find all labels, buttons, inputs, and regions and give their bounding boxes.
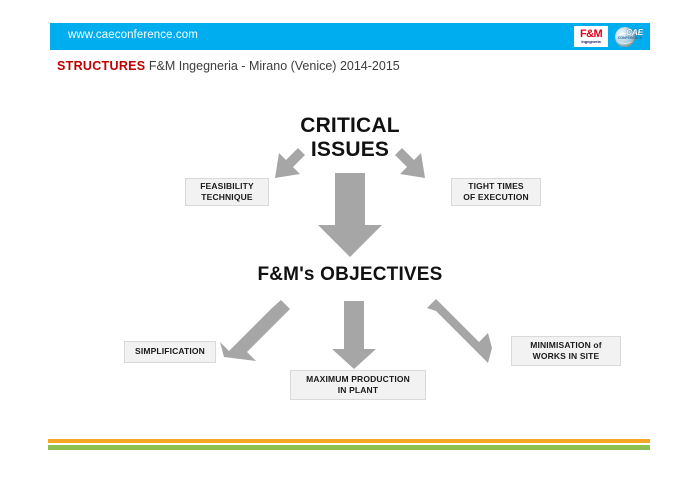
node-feasibility-technique: FEASIBILITY TECHNIQUE [185,178,269,206]
node-fm-objectives-label: F&M's OBJECTIVES [257,264,443,285]
node-maximum-production-line1: MAXIMUM PRODUCTION [306,373,410,384]
node-minimisation-line1: MINIMISATION of [530,339,602,350]
node-critical-issues: CRITICAL ISSUES [290,114,410,161]
node-simplification: SIMPLIFICATION [124,341,216,363]
arrow-critical-to-tight-times [395,148,425,178]
node-feasibility-technique-line2: TECHNIQUE [201,192,253,202]
node-maximum-production-in-plant: MAXIMUM PRODUCTION IN PLANT [290,370,426,400]
subtitle-keyword: STRUCTURES [57,59,146,73]
cae-logo-subtext: CONFERENCE [617,35,642,40]
globe-icon [615,26,635,47]
arrow-objectives-to-minimisation [427,299,492,363]
header-bar: www.caeconference.com F&M Ingegneria CAE… [50,23,650,50]
footer-rule-group [48,439,650,450]
fm-logo-wordmark: F&M [579,27,603,40]
arrow-critical-to-feasibility [275,148,305,178]
node-tight-times-line2: OF EXECUTION [463,192,529,202]
subtitle-rest: F&M Ingegneria - Mirano (Venice) 2014-20… [145,59,400,73]
node-minimisation-of-works-in-site: MINIMISATION of WORKS IN SITE [511,336,621,366]
footer-orange-rule [48,439,650,443]
fm-ingegneria-logo: F&M Ingegneria [574,26,608,47]
node-tight-times-of-execution: TIGHT TIMES OF EXECUTION [451,178,541,206]
cae-logo-wordmark: CAE [625,26,643,37]
fm-logo-subtext: Ingegneria [581,39,601,45]
arrow-critical-to-objectives [318,173,382,257]
cae-conference-logo: CAE CONFERENCE [613,26,643,48]
arrow-objectives-to-simplification [220,300,290,361]
node-critical-issues-line2: ISSUES [310,137,390,161]
header-logo-group: F&M Ingegneria CAE CONFERENCE [574,25,643,48]
node-tight-times-line1: TIGHT TIMES [468,180,524,191]
node-fm-objectives: F&M's OBJECTIVES [240,264,460,285]
node-critical-issues-line1: CRITICAL [300,114,400,137]
arrow-objectives-to-maximum-production [332,301,376,369]
node-feasibility-technique-line1: FEASIBILITY [200,180,254,191]
footer-green-rule [48,445,650,450]
node-maximum-production-line2: IN PLANT [337,385,379,395]
slide-subtitle: STRUCTURES F&M Ingegneria - Mirano (Veni… [57,59,400,73]
node-simplification-label: SIMPLIFICATION [135,346,205,357]
node-minimisation-line2: WORKS IN SITE [532,351,600,361]
header-website-url[interactable]: www.caeconference.com [68,29,198,41]
